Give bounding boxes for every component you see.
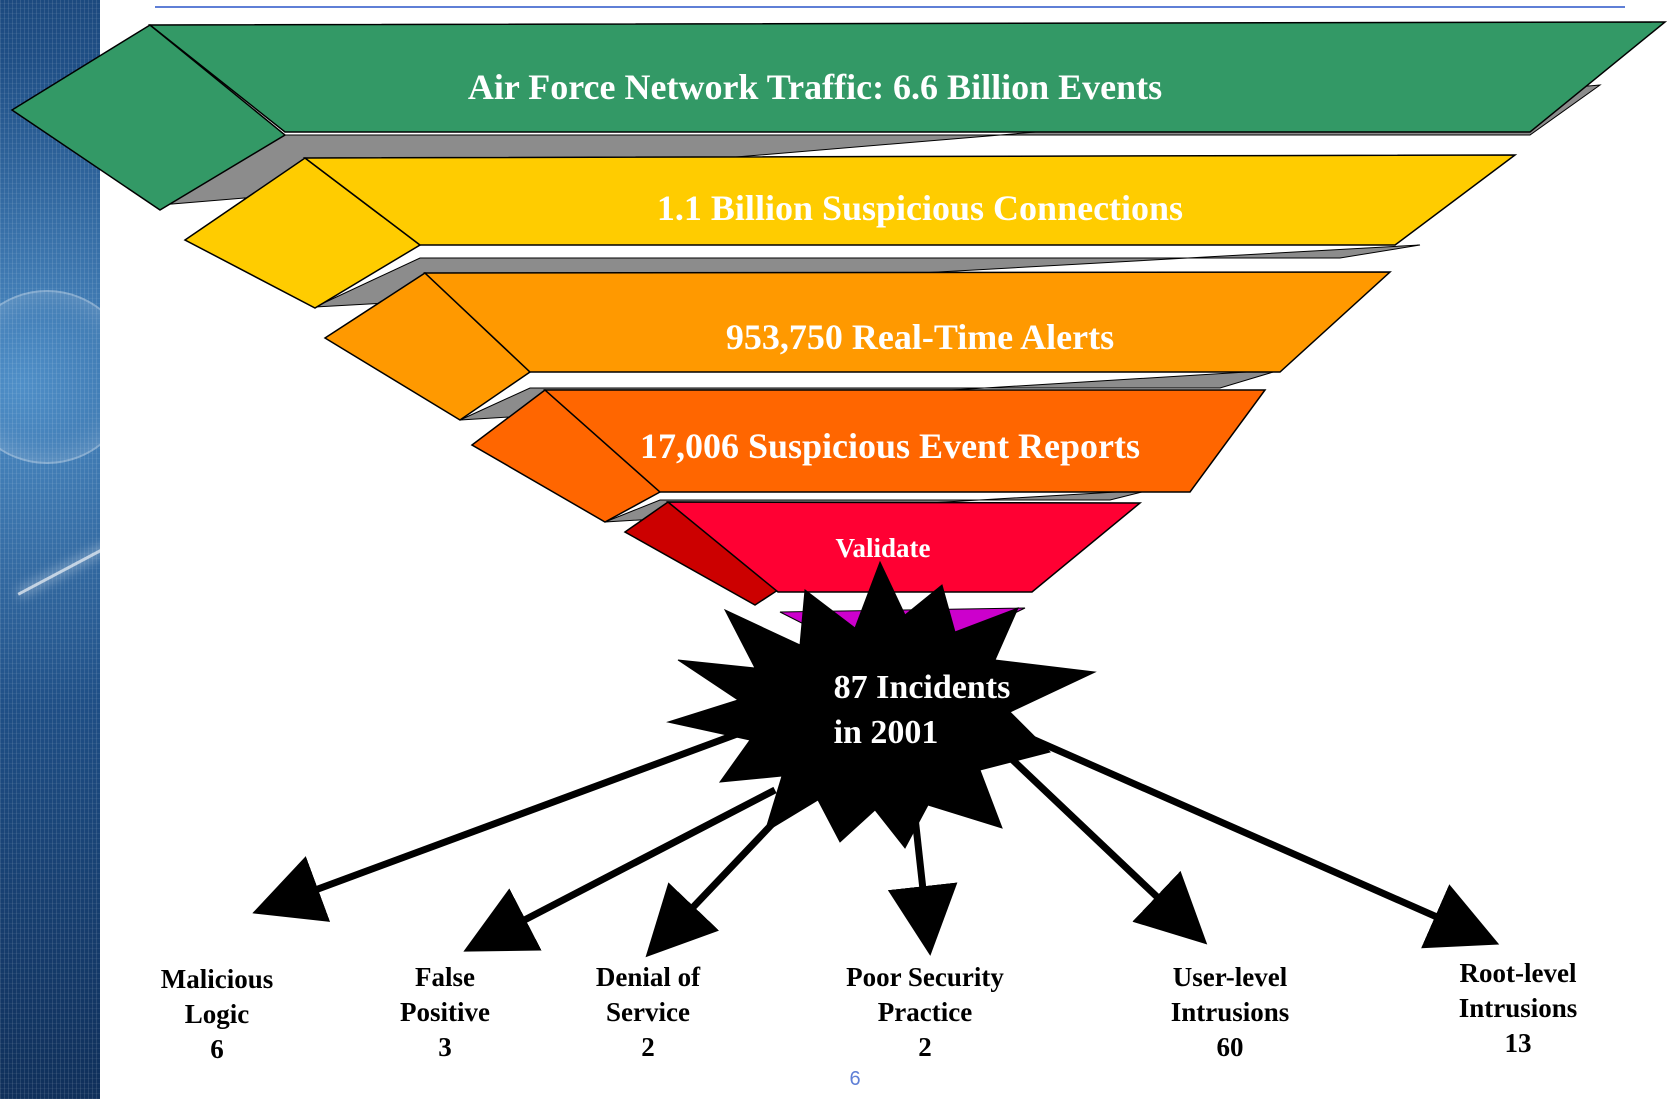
category-count: 2 (641, 1032, 655, 1062)
funnel-tier-5: Validate (623, 501, 1143, 606)
category-count: 3 (438, 1032, 452, 1062)
decorative-side-image (0, 0, 100, 1099)
tier-3-label: 953,750 Real-Time Alerts (726, 317, 1114, 357)
arrow-malicious-logic (252, 726, 750, 922)
category-denial-of-service: Denial of Service 2 (538, 960, 758, 1065)
category-name-line2: Logic (184, 999, 250, 1029)
category-name-line1: Malicious (160, 964, 274, 994)
category-name-line2: Intrusions (1458, 993, 1578, 1023)
category-name-line1: False (415, 962, 475, 992)
page-number: 6 (849, 1068, 861, 1090)
category-name-line1: Denial of (595, 962, 701, 992)
category-name-line1: Poor Security (846, 962, 1004, 992)
category-name-line1: Root-level (1459, 958, 1577, 988)
arrow-user-level-intrusions (997, 745, 1208, 945)
incident-count-line1: 87 Incidents (834, 669, 1011, 706)
category-name-line2: Practice (877, 997, 973, 1027)
category-name-line2: Service (606, 997, 690, 1027)
incident-count-line2: in 2001 (834, 714, 939, 751)
incident-starburst (666, 560, 1097, 849)
category-false-positive: False Positive 3 (335, 960, 555, 1065)
category-poor-security-practice: Poor Security Practice 2 (815, 960, 1035, 1065)
category-count: 13 (1504, 1028, 1532, 1058)
category-arrows (252, 726, 1500, 958)
tier-4-label: 17,006 Suspicious Event Reports (640, 426, 1140, 466)
arrow-false-positive (463, 786, 777, 952)
category-name-line2: Intrusions (1170, 997, 1290, 1027)
category-name-line1: User-level (1172, 962, 1288, 992)
category-malicious-logic: Malicious Logic 6 (107, 962, 327, 1067)
category-count: 2 (918, 1032, 932, 1062)
tier-1-label: Air Force Network Traffic: 6.6 Billion E… (468, 67, 1162, 107)
tier-5-label: Validate (835, 533, 930, 563)
image-glow-ring (0, 290, 100, 464)
tier-2-label: 1.1 Billion Suspicious Connections (657, 188, 1183, 228)
category-name-line2: Positive (400, 997, 490, 1027)
arrow-root-level-intrusions (1028, 734, 1500, 949)
image-texture (0, 0, 100, 1099)
category-count: 60 (1216, 1032, 1244, 1062)
header-rule (155, 6, 1625, 8)
category-user-level-intrusions: User-level Intrusions 60 (1120, 960, 1340, 1065)
category-count: 6 (210, 1034, 224, 1064)
category-root-level-intrusions: Root-level Intrusions 13 (1408, 956, 1628, 1061)
